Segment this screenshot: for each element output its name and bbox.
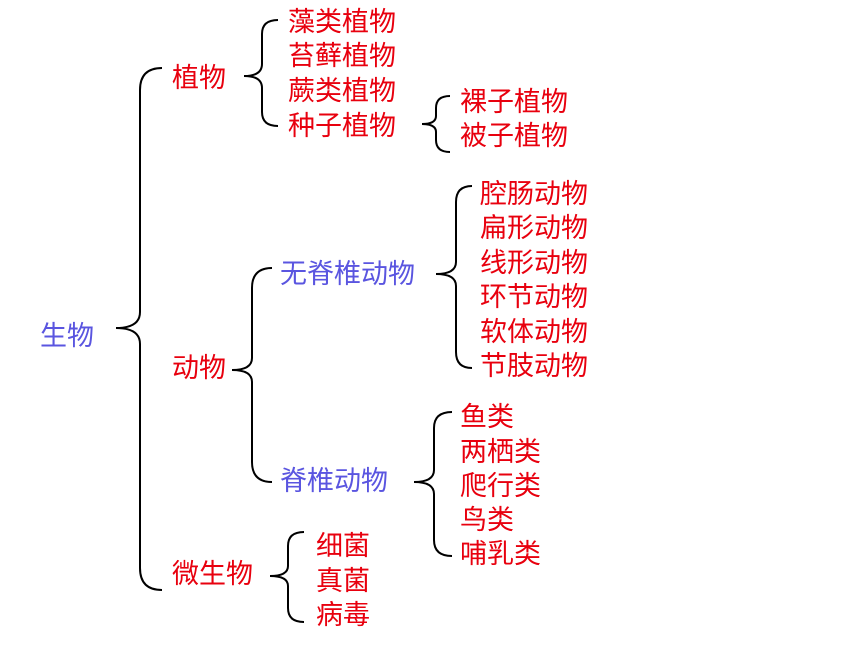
bracket-seed-plants [421,95,451,153]
vertebrate-item-bird: 鸟类 [460,505,514,536]
invertebrates-label: 无脊椎动物 [280,259,415,290]
microbe-item-bacteria: 细菌 [316,531,370,562]
seed-type-gymnosperm: 裸子植物 [460,87,568,118]
vertebrates-label: 脊椎动物 [280,466,388,497]
invertebrate-item-roundworm: 线形动物 [480,248,588,279]
vertebrate-item-reptile: 爬行类 [460,471,541,502]
bracket-root [115,67,163,591]
invertebrate-item-cnidaria: 腔肠动物 [480,179,588,210]
plant-item-seed: 种子植物 [288,111,396,142]
plant-item-moss: 苔藓植物 [288,41,396,72]
root-label: 生物 [40,321,94,352]
microbe-item-fungi: 真菌 [316,566,370,597]
bracket-vertebrates [413,411,453,557]
vertebrate-item-fish: 鱼类 [460,402,514,433]
bracket-animals [231,267,273,483]
seed-type-angiosperm: 被子植物 [460,121,568,152]
invertebrate-item-annelid: 环节动物 [480,282,588,313]
invertebrate-item-mollusk: 软体动物 [480,317,588,348]
bracket-invertebrates [435,185,473,369]
bracket-plants [243,19,279,127]
invertebrate-item-arthropod: 节肢动物 [480,351,588,382]
vertebrate-item-amphibian: 两栖类 [460,437,541,468]
bracket-microbes [269,531,305,623]
plant-item-fern: 蕨类植物 [288,76,396,107]
animals-label: 动物 [172,353,226,384]
microbe-item-virus: 病毒 [316,600,370,631]
invertebrate-item-flatworm: 扁形动物 [480,213,588,244]
plant-item-algae: 藻类植物 [288,7,396,38]
plants-label: 植物 [172,63,226,94]
microbes-label: 微生物 [172,559,253,590]
vertebrate-item-mammal: 哺乳类 [460,539,541,570]
